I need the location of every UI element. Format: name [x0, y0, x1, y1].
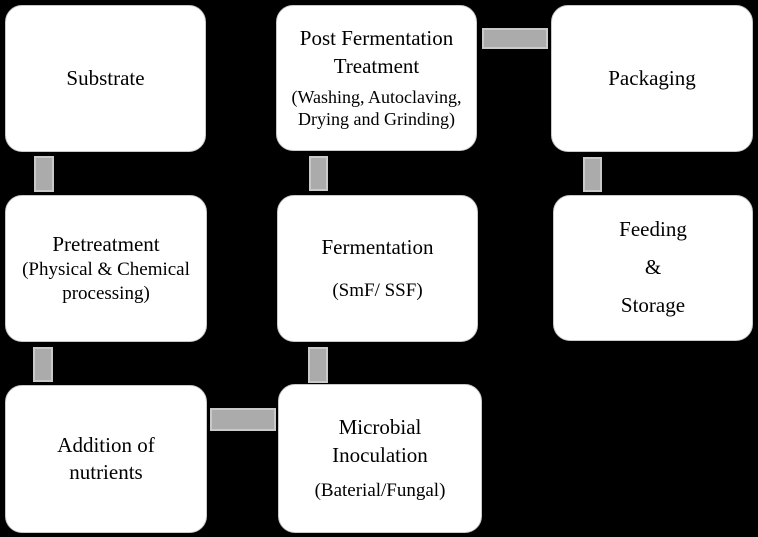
flow-box-packaging-label: Packaging — [608, 65, 696, 90]
connector-pretreatment-to-addition-of-nutrients — [33, 347, 53, 382]
connector-addition-of-nutrients-to-microbial-inoculation — [210, 408, 276, 431]
flow-box-feeding-and-storage-label: Feeding & Storage — [619, 217, 687, 317]
flow-box-microbial-inoculation-subtitle: (Baterial/Fungal) — [314, 479, 446, 501]
flow-box-pretreatment-subtitle: (Physical & Chemical processing) — [22, 259, 190, 305]
flow-box-substrate-label: Substrate — [66, 65, 145, 90]
flow-box-pretreatment-title: Pretreatment — [52, 232, 160, 257]
flow-box-fermentation: Fermentation (SmF/ SSF) — [277, 195, 478, 342]
flow-box-microbial-inoculation: Microbial Inoculation (Baterial/Fungal) — [278, 384, 482, 533]
flow-box-feeding-and-storage: Feeding & Storage — [553, 195, 753, 341]
connector-substrate-to-pretreatment — [34, 156, 54, 192]
flow-box-post-fermentation-subtitle: (Washing, Autoclaving, Drying and Grindi… — [291, 86, 462, 130]
connector-microbial-inoculation-to-fermentation — [308, 347, 328, 383]
connector-fermentation-to-post-fermentation-treatment — [309, 156, 328, 191]
flow-box-post-fermentation-title: Post Fermentation Treatment — [299, 26, 454, 78]
connector-post-fermentation-treatment-to-packaging — [482, 28, 548, 49]
flow-box-microbial-inoculation-title: Microbial Inoculation — [332, 415, 428, 467]
flow-box-substrate: Substrate — [5, 5, 206, 152]
flow-box-fermentation-subtitle: (SmF/ SSF) — [332, 280, 423, 302]
flow-box-addition-of-nutrients: Addition of nutrients — [5, 385, 207, 533]
flow-box-addition-of-nutrients-label: Addition of nutrients — [57, 432, 155, 484]
connector-packaging-to-feeding-and-storage — [583, 157, 602, 192]
flow-box-fermentation-title: Fermentation — [321, 234, 434, 259]
flow-box-packaging: Packaging — [551, 5, 753, 152]
flow-box-pretreatment: Pretreatment (Physical & Chemical proces… — [5, 195, 207, 342]
flow-box-post-fermentation-treatment: Post Fermentation Treatment (Washing, Au… — [276, 5, 477, 151]
